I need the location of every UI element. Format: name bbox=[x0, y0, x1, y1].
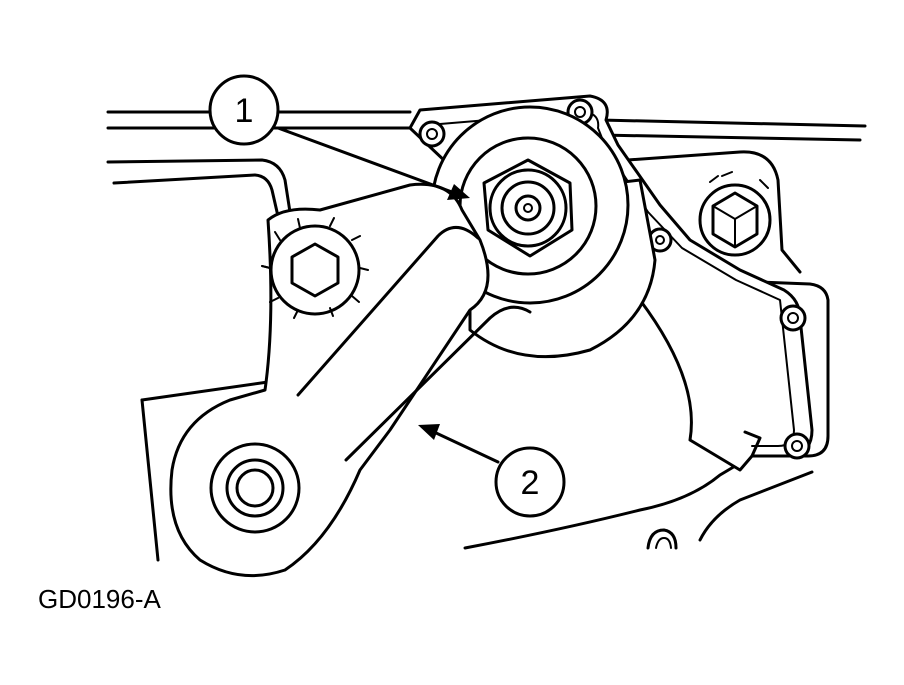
callout-2: 2 bbox=[494, 446, 566, 518]
engine-housing bbox=[106, 110, 867, 562]
tensioner-arm bbox=[169, 182, 532, 578]
figure-id-label: GD0196-A bbox=[38, 584, 161, 614]
callout-1-number: 1 bbox=[235, 92, 254, 130]
upper-right-bolt bbox=[698, 171, 772, 257]
left-bolt-front bbox=[261, 217, 369, 319]
callout-1: 1 bbox=[208, 74, 280, 146]
callout-2-number: 2 bbox=[521, 464, 540, 502]
callout-leaders bbox=[276, 126, 500, 464]
arrowhead-1 bbox=[447, 184, 470, 200]
arrowhead-2 bbox=[418, 424, 440, 440]
